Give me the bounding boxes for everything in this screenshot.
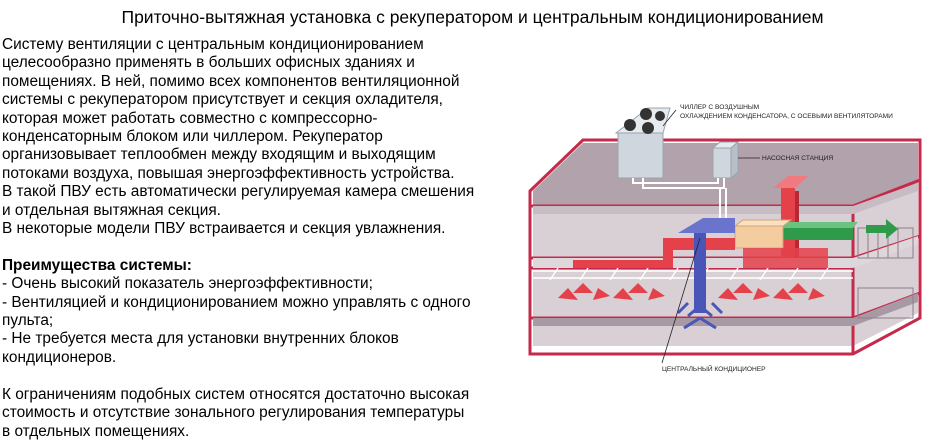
intro-line: целесообразно применять в больших офисны… [2, 54, 415, 72]
advantage-line: - Не требуется места для установки внутр… [2, 330, 399, 348]
central-ac-label: ЦЕНТРАЛЬНЫЙ КОНДИЦИОНЕР [662, 364, 766, 373]
chiller-unit [614, 107, 671, 179]
limitation-line: К ограничениям подобных систем относятся… [2, 385, 470, 403]
intro-line: потоками воздуха, повышая энергоэффектив… [2, 164, 455, 182]
advantage-line: кондиционеров. [2, 348, 117, 366]
callout-lines [661, 109, 760, 364]
floor-slab-upper [533, 183, 918, 214]
advantage-line: пульта; [2, 312, 54, 330]
limitation-line: в отдельных помещениях. [2, 422, 190, 440]
chiller-label-2: ОХЛАЖДЕНИЕМ КОНДЕНСАТОРА, С ОСЕВЫМИ ВЕНТ… [680, 113, 893, 120]
supply-air-arrows [558, 283, 825, 300]
page-title: Приточно-вытяжная установка с рекуперато… [121, 7, 824, 27]
intro-line: которая может работать совместно с компр… [2, 109, 378, 127]
intro-line: и отдельная вытяжная секция. [2, 201, 221, 219]
intro-line: Систему вентиляции с центральным кондици… [2, 36, 424, 53]
pump-station-label: НАСОСНАЯ СТАНЦИЯ [762, 155, 833, 162]
intro-line: В такой ПВУ есть автоматически регулируе… [2, 183, 475, 201]
limitation-line: стоимость и отсутствие зонального регули… [2, 404, 465, 422]
ventilation-diagram: ЧИЛЛЕР С ВОЗДУШНЫМ ОХЛАЖДЕНИЕМ КОНДЕНСАТ… [498, 88, 944, 386]
fresh-air-arrow-icon [866, 219, 898, 239]
intro-line: В некоторые модели ПВУ встраивается и се… [2, 220, 446, 238]
intro-line: помещениях. В ней, помимо всех компонент… [2, 72, 460, 90]
advantage-line: - Вентиляцией и кондиционированием можно… [2, 293, 471, 311]
chiller-label: ЧИЛЛЕР С ВОЗДУШНЫМ [680, 104, 759, 111]
air-handling-unit [733, 219, 793, 249]
intro-line: системы с рекуператором присутствует и с… [2, 91, 443, 109]
ceiling-grid [533, 267, 853, 281]
advantage-line: - Очень высокий показатель энергоэффекти… [2, 275, 373, 293]
cold-air-arrows [676, 301, 724, 330]
intro-line: конденсаторным блоком или чиллером. Реку… [2, 128, 383, 146]
pump-station [711, 140, 740, 180]
floor-slab-lower [533, 293, 918, 326]
building-illustration: ЧИЛЛЕР С ВОЗДУШНЫМ ОХЛАЖДЕНИЕМ КОНДЕНСАТ… [528, 104, 922, 373]
advantages-heading: Преимущества системы: [2, 256, 192, 274]
article-body: Систему вентиляции с центральным кондици… [2, 36, 494, 441]
cold-air-duct [676, 218, 735, 330]
intro-line: организовывает теплообмен между входящим… [2, 146, 436, 164]
